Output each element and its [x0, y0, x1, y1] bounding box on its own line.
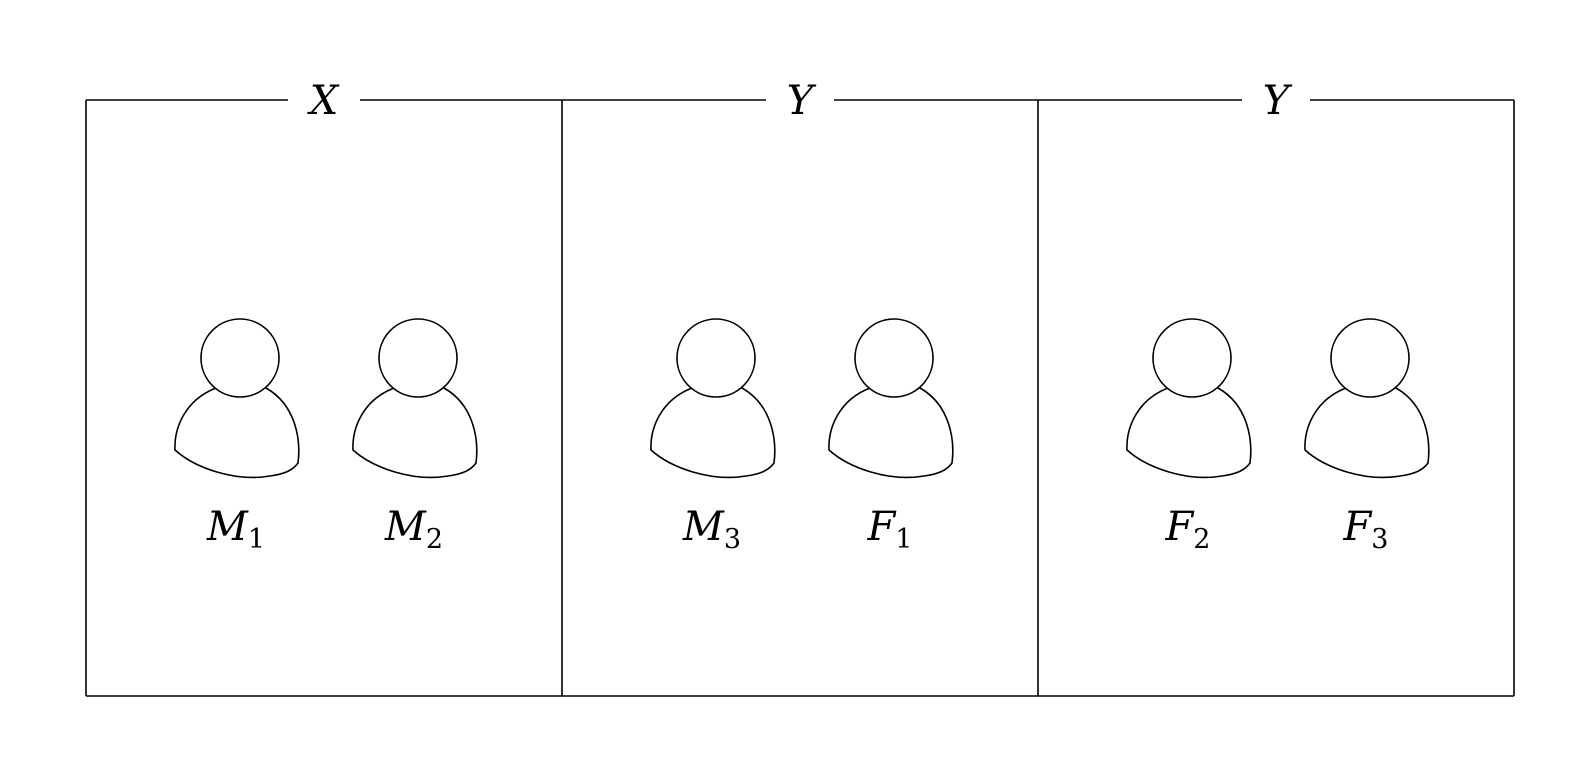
person-label: M1	[206, 504, 265, 555]
group-panel-2: Y M3 F1	[650, 78, 954, 555]
person-label: M3	[682, 504, 741, 555]
person-label: F2	[1165, 504, 1211, 555]
diagram-frame	[85, 99, 1515, 697]
person-icon	[828, 318, 954, 479]
person-label: M2	[384, 504, 443, 555]
group-title: Y	[787, 78, 817, 124]
person-icon	[1126, 318, 1252, 479]
person-icon	[1304, 318, 1430, 479]
person-icon	[174, 318, 300, 479]
group-title: Y	[1263, 78, 1293, 124]
group-panel-3: Y F2 F3	[1126, 78, 1430, 555]
person-icon	[352, 318, 478, 479]
person-icon	[650, 318, 776, 479]
group-panel-1: X M1 M2	[174, 78, 478, 555]
group-title: X	[307, 78, 340, 124]
person-label: F3	[1343, 504, 1389, 555]
person-label: F1	[867, 504, 913, 555]
